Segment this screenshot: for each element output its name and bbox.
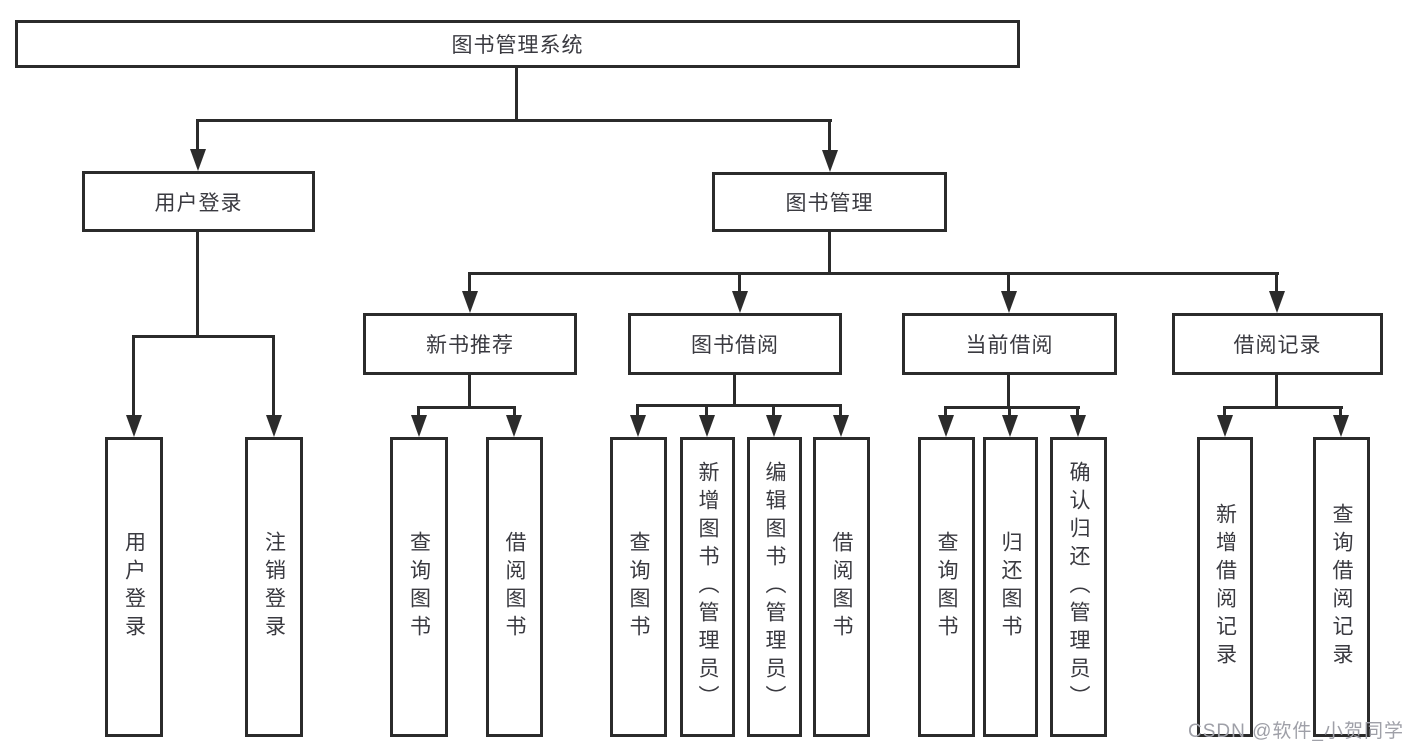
arrow-down-icon: [938, 415, 954, 437]
leaf-label: 用户登录: [122, 531, 146, 643]
node-root-label: 图书管理系统: [451, 34, 584, 57]
node-new-book-recommend: 新书推荐: [363, 313, 577, 375]
connector-line: [828, 230, 831, 274]
csdn-watermark: CSDN @软件_小贺同学: [1188, 721, 1404, 742]
leaf-records-add: 新增借阅记录: [1197, 437, 1253, 737]
leaf-current-return: 归还图书: [983, 437, 1038, 737]
arrow-down-icon: [1070, 415, 1086, 437]
connector-line: [417, 406, 516, 409]
connector-line: [1223, 406, 1226, 418]
node-borrow-records: 借阅记录: [1172, 313, 1383, 375]
leaf-newbooks-query: 查询图书: [390, 437, 448, 737]
connector-line: [828, 119, 831, 154]
connector-line: [733, 373, 736, 406]
node-book-management: 图书管理: [712, 172, 947, 232]
arrow-down-icon: [1217, 415, 1233, 437]
leaf-label: 借阅图书: [503, 531, 526, 643]
leaf-label: 借阅图书: [830, 531, 853, 643]
arrow-down-icon: [1333, 415, 1349, 437]
arrow-down-icon: [732, 291, 748, 313]
node-book-borrow: 图书借阅: [628, 313, 842, 375]
leaf-newbooks-borrow: 借阅图书: [486, 437, 543, 737]
node-book-borrow-label: 图书借阅: [691, 334, 779, 357]
leaf-records-query: 查询借阅记录: [1313, 437, 1370, 737]
arrow-down-icon: [1002, 415, 1018, 437]
connector-line: [1275, 373, 1278, 408]
leaf-current-confirm-admin: 确认归还（管理员）: [1050, 437, 1107, 737]
leaf-user-login: 用户登录: [105, 437, 163, 737]
arrow-down-icon: [411, 415, 427, 437]
connector-line: [839, 404, 842, 418]
connector-line: [636, 404, 842, 407]
arrow-down-icon: [833, 415, 849, 437]
arrow-down-icon: [190, 149, 206, 171]
connector-line: [1008, 406, 1011, 418]
arrow-down-icon: [630, 415, 646, 437]
leaf-label: 注销登录: [262, 531, 286, 643]
node-current-borrow: 当前借阅: [902, 313, 1117, 375]
leaf-label: 新增图书（管理员）: [696, 461, 719, 713]
leaf-logout: 注销登录: [245, 437, 303, 737]
node-book-management-label: 图书管理: [785, 192, 874, 215]
arrow-down-icon: [1001, 291, 1017, 313]
leaf-borrow-query: 查询图书: [610, 437, 667, 737]
arrow-down-icon: [462, 291, 478, 313]
node-borrow-records-label: 借阅记录: [1233, 334, 1322, 357]
connector-line: [738, 272, 741, 296]
connector-line: [1007, 373, 1010, 408]
connector-line: [1223, 406, 1343, 409]
leaf-label: 新增借阅记录: [1213, 503, 1237, 671]
arrow-down-icon: [766, 415, 782, 437]
leaf-current-query: 查询图书: [918, 437, 975, 737]
leaf-borrow-add-admin: 新增图书（管理员）: [680, 437, 735, 737]
node-user-login: 用户登录: [82, 171, 315, 232]
node-root: 图书管理系统: [15, 20, 1020, 68]
connector-line: [1076, 406, 1079, 418]
arrow-down-icon: [126, 415, 142, 437]
arrow-down-icon: [1269, 291, 1285, 313]
connector-line: [1275, 272, 1278, 296]
leaf-label: 确认归还（管理员）: [1067, 461, 1090, 713]
leaf-label: 查询图书: [627, 531, 650, 643]
arrow-down-icon: [266, 415, 282, 437]
arrow-down-icon: [699, 415, 715, 437]
connector-line: [705, 404, 708, 418]
leaf-label: 查询图书: [935, 531, 958, 643]
leaf-borrow-borrow: 借阅图书: [813, 437, 870, 737]
connector-line: [772, 404, 775, 418]
arrow-down-icon: [822, 150, 838, 172]
leaf-label: 查询图书: [407, 531, 431, 643]
connector-line: [196, 119, 832, 122]
connector-line: [468, 272, 471, 296]
connector-line: [468, 272, 1279, 275]
connector-line: [196, 230, 199, 337]
connector-line: [132, 335, 135, 419]
leaf-label: 查询借阅记录: [1330, 503, 1353, 671]
leaf-borrow-edit-admin: 编辑图书（管理员）: [747, 437, 802, 737]
leaf-label: 归还图书: [999, 531, 1022, 643]
node-user-login-label: 用户登录: [154, 191, 243, 215]
arrow-down-icon: [506, 415, 522, 437]
connector-line: [1339, 406, 1342, 418]
connector-line: [944, 406, 1080, 409]
connector-line: [636, 404, 639, 418]
connector-line: [513, 406, 516, 418]
connector-line: [515, 67, 518, 121]
connector-line: [1007, 272, 1010, 296]
connector-line: [196, 119, 199, 153]
connector-line: [944, 406, 947, 418]
connector-line: [468, 373, 471, 408]
node-new-book-recommend-label: 新书推荐: [426, 334, 514, 357]
node-current-borrow-label: 当前借阅: [965, 334, 1054, 357]
connector-line: [272, 335, 275, 419]
connector-line: [132, 335, 275, 338]
connector-line: [417, 406, 420, 418]
leaf-label: 编辑图书（管理员）: [763, 461, 786, 713]
